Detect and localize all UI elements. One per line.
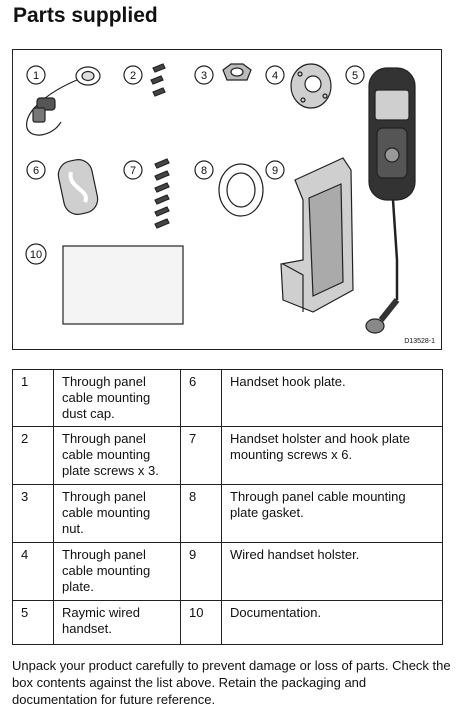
part-number: 7 xyxy=(180,426,222,485)
unpacking-note: Unpack your product carefully to prevent… xyxy=(12,658,451,707)
part-description: Raymic wired handset. xyxy=(53,600,181,645)
page-title: Parts supplied xyxy=(13,4,158,27)
part-number: 1 xyxy=(12,369,54,427)
callout-label: 5 xyxy=(352,70,358,82)
callout-circle-9 xyxy=(265,160,285,180)
callout-label: 4 xyxy=(272,70,278,82)
callout-label: 6 xyxy=(33,165,39,177)
part-description: Documentation. xyxy=(221,600,443,645)
callout-label: 7 xyxy=(130,165,136,177)
part-description: Wired handset holster. xyxy=(221,542,443,601)
table-row: 2 Through panel cable mounting plate scr… xyxy=(12,426,443,485)
callout-circle-1 xyxy=(26,65,46,85)
callout-circle-10 xyxy=(25,243,47,265)
part-number: 8 xyxy=(180,484,222,543)
callout-circle-2 xyxy=(123,65,143,85)
holster-drawing xyxy=(280,157,354,313)
part-description: Handset hook plate. xyxy=(221,369,443,427)
part-description: Through panel cable mounting nut. xyxy=(53,484,181,543)
figure-code: D13528-1 xyxy=(404,338,435,345)
part-number: 2 xyxy=(12,426,54,485)
callout-label: 2 xyxy=(130,70,136,82)
part-number: 9 xyxy=(180,542,222,601)
callout-label: 1 xyxy=(33,70,39,82)
table-row: 1 Through panel cable mounting dust cap.… xyxy=(12,369,443,427)
callout-circle-7 xyxy=(123,160,143,180)
gasket-drawing xyxy=(218,163,264,217)
part-number: 10 xyxy=(180,600,222,645)
part-number: 6 xyxy=(180,369,222,427)
callout-circle-4 xyxy=(265,65,285,85)
plate-screws-drawing xyxy=(150,63,166,97)
callout-label: 9 xyxy=(272,165,278,177)
mounting-plate-drawing xyxy=(290,63,332,109)
hook-plate-drawing xyxy=(57,159,99,215)
holster-screws-drawing xyxy=(154,158,170,229)
callout-label: 10 xyxy=(30,249,42,261)
documentation-drawing xyxy=(62,245,184,325)
part-description: Through panel cable mounting plate. xyxy=(53,542,181,601)
part-number: 5 xyxy=(12,600,54,645)
parts-illustration: 1 2 3 4 5 6 7 8 9 10 D13528-1 xyxy=(12,49,442,350)
part-number: 3 xyxy=(12,484,54,543)
part-description: Through panel cable mounting dust cap. xyxy=(53,369,181,427)
callout-circle-8 xyxy=(194,160,214,180)
mounting-nut-drawing xyxy=(222,63,252,81)
handset-drawing xyxy=(365,67,416,334)
parts-table: 1 Through panel cable mounting dust cap.… xyxy=(12,369,443,645)
callout-circle-5 xyxy=(345,65,365,85)
callout-label: 8 xyxy=(201,165,207,177)
table-row: 4 Through panel cable mounting plate. 9 … xyxy=(12,542,443,601)
table-row: 3 Through panel cable mounting nut. 8 Th… xyxy=(12,484,443,543)
part-description: Through panel cable mounting plate gaske… xyxy=(221,484,443,543)
parts-drawing: 1 2 3 4 5 6 7 8 9 10 xyxy=(25,63,416,334)
part-description: Through panel cable mounting plate screw… xyxy=(53,426,181,485)
callout-label: 3 xyxy=(201,70,207,82)
table-row: 5 Raymic wired handset. 10 Documentation… xyxy=(12,600,443,645)
part-number: 4 xyxy=(12,542,54,601)
part-description: Handset holster and hook plate mounting … xyxy=(221,426,443,485)
dust-cap-drawing xyxy=(26,66,101,136)
callout-circle-6 xyxy=(26,160,46,180)
callout-circle-3 xyxy=(194,65,214,85)
